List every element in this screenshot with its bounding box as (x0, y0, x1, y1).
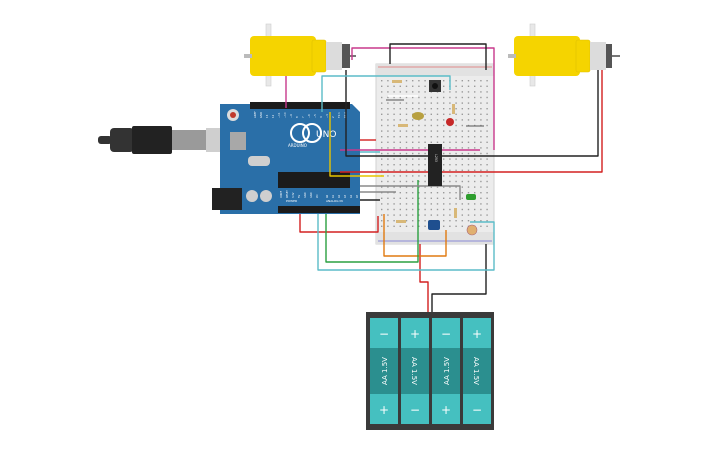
cell-label: AA 1.5V (443, 357, 451, 385)
analog-section-label: ANALOG IN (326, 199, 343, 203)
cell-label: AA 1.5V (472, 357, 480, 385)
gear-motor-icon (250, 36, 316, 76)
motor-driver-ic (428, 144, 442, 186)
digital-pin-label: ~9 (289, 114, 293, 118)
cell-bottom-sign: + (441, 403, 451, 417)
resistor-2 (452, 104, 455, 114)
led-icon (446, 118, 454, 126)
usb-port (230, 132, 246, 150)
resistor-4 (396, 220, 406, 223)
board-brand-label: ARDUINO (288, 143, 307, 148)
digital-pin-label: 8 (295, 116, 299, 118)
gear-motor-icon (514, 36, 580, 76)
battery-pack-icon: − + AA 1.5V + − AA 1.5V − + AA 1.5V + − AA 1.5V (366, 312, 494, 430)
power-pin-label: GND (304, 192, 307, 198)
atmega-chip (278, 172, 350, 188)
cell-label: AA 1.5V (410, 357, 418, 385)
digital-pin-label: ~6 (307, 114, 311, 118)
battery-cell: + − AA 1.5V (401, 318, 429, 424)
cell-bottom-sign: − (410, 403, 420, 417)
photoresistor-icon (466, 224, 478, 236)
battery-cell: − + AA 1.5V (432, 318, 460, 424)
resistor-5 (454, 208, 457, 218)
digital-pin-label: ~3 (325, 114, 329, 118)
power-pin-label: Vin (316, 194, 319, 198)
wires (285, 43, 603, 314)
dc-jack (212, 188, 242, 210)
arduino-logo (290, 123, 310, 143)
cell-bottom-sign: + (379, 403, 389, 417)
gear-motor-left (244, 23, 356, 87)
analog-pin-label: A2 (338, 194, 341, 198)
cell-label: AA 1.5V (381, 357, 389, 385)
digital-pin-label: ~5 (313, 114, 317, 118)
cell-top-sign: − (379, 327, 389, 341)
analog-pin-label: A5 (356, 194, 359, 198)
power-analog-header (278, 206, 360, 213)
digital-pin-label: TX 1 (337, 112, 341, 118)
battery-cells: − + AA 1.5V + − AA 1.5V − + AA 1.5V + − AA 1.5V (370, 318, 491, 424)
capacitor (412, 112, 424, 120)
analog-pin-label: A0 (326, 194, 329, 198)
battery-cell: − + AA 1.5V (370, 318, 398, 424)
digital-pin-label: ~11 (277, 112, 281, 118)
potentiometer-icon (428, 220, 440, 230)
power-pin-label: 3.3V (292, 192, 295, 198)
digital-pin-label: RX 0 (343, 112, 347, 118)
digital-pin-label: 13 (265, 114, 269, 118)
analog-pin-label: A1 (332, 194, 335, 198)
cell-top-sign: + (410, 327, 420, 341)
digital-pin-label: 4 (319, 116, 323, 118)
gear-motor-right (508, 23, 620, 87)
digital-pin-label: GND (259, 112, 263, 118)
breadboard-components: L293 (386, 80, 484, 236)
battery-cell: + − AA 1.5V (463, 318, 491, 424)
analog-pin-label: A3 (344, 194, 347, 198)
power-pin-label: IOREF (280, 190, 283, 198)
digital-pin-label: 2 (331, 116, 335, 118)
digital-pin-label: 7 (301, 116, 305, 118)
cell-bottom-sign: − (472, 403, 482, 417)
led-icon (466, 194, 476, 200)
analog-pin-label: A4 (350, 194, 353, 198)
digital-pin-label: 12 (271, 114, 275, 118)
power-pin-label: GND (310, 192, 313, 198)
crystal (248, 156, 270, 166)
resistor-3 (398, 124, 408, 127)
power-pin-label: 5V (298, 194, 301, 198)
digital-pin-label: AREF (253, 111, 257, 118)
digital-pin-label: ~10 (283, 112, 287, 118)
resistor-1 (392, 80, 402, 83)
digital-header (250, 102, 350, 109)
power-section-label: POWER (286, 199, 297, 203)
ic-label: L293 (434, 154, 438, 162)
cell-top-sign: + (472, 327, 482, 341)
usb-cable-icon (98, 126, 240, 154)
power-pin-label: RESET (286, 190, 289, 198)
cell-top-sign: − (441, 327, 451, 341)
board-model-label: UNO (316, 130, 336, 140)
